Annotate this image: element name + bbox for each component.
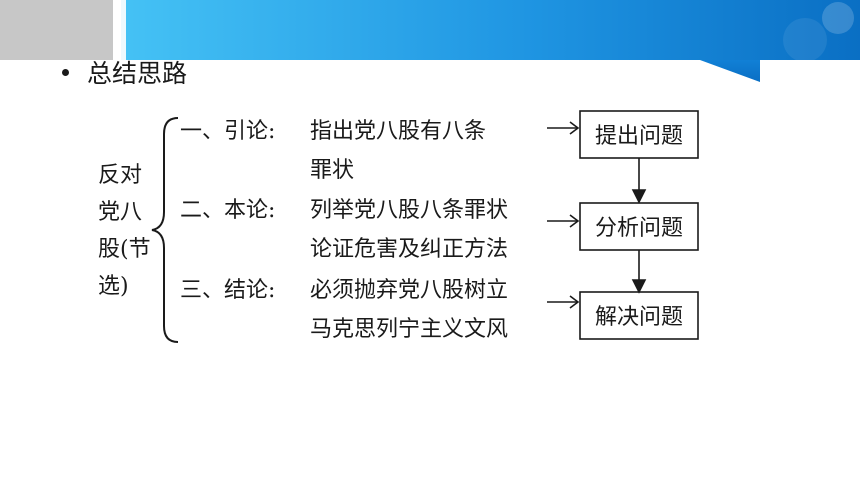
section-line: 马克思列宁主义文风 <box>310 317 508 342</box>
section-label: 三、结论: <box>180 278 275 303</box>
bullet-dot-icon <box>62 68 69 76</box>
section-label: 二、本论: <box>180 198 275 223</box>
section-line: 论证危害及纠正方法 <box>310 237 508 262</box>
section-conclusion: 三、结论: 必须抛弃党八股树立 马克思列宁主义文风 <box>180 278 508 342</box>
left-brace-icon <box>151 117 179 343</box>
down-arrow-icon <box>631 158 647 204</box>
box-analyze-question: 分析问题 <box>579 202 699 251</box>
root-line: 股(节 <box>98 237 151 262</box>
section-line: 列举党八股八条罪状 <box>310 198 508 223</box>
box-label: 解决问题 <box>595 305 683 330</box>
root-line: 党八 <box>98 200 142 225</box>
root-line: 反对 <box>98 163 142 188</box>
bullet-text: 总结思路 <box>87 59 188 88</box>
header-banner <box>120 0 860 82</box>
section-line: 必须抛弃党八股树立 <box>310 278 508 303</box>
bullet-item: 总结思路 <box>62 54 187 90</box>
root-line: 选) <box>98 274 129 299</box>
box-raise-question: 提出问题 <box>579 110 699 159</box>
box-solve-question: 解决问题 <box>579 291 699 340</box>
right-arrow-icon <box>547 121 580 135</box>
box-label: 分析问题 <box>595 216 683 241</box>
header-gray-block <box>0 0 113 60</box>
section-line: 指出党八股有八条 <box>310 119 486 144</box>
box-label: 提出问题 <box>595 124 683 149</box>
down-arrow-icon <box>631 250 647 294</box>
root-label: 反对 党八 股(节 选) <box>98 163 151 299</box>
section-line: 罪状 <box>310 158 354 183</box>
right-arrow-icon <box>547 295 580 309</box>
section-label: 一、引论: <box>180 119 275 144</box>
section-body: 二、本论: 列举党八股八条罪状 论证危害及纠正方法 <box>180 198 508 262</box>
section-introduction: 一、引论: 指出党八股有八条 罪状 <box>180 119 486 183</box>
right-arrow-icon <box>547 214 580 228</box>
